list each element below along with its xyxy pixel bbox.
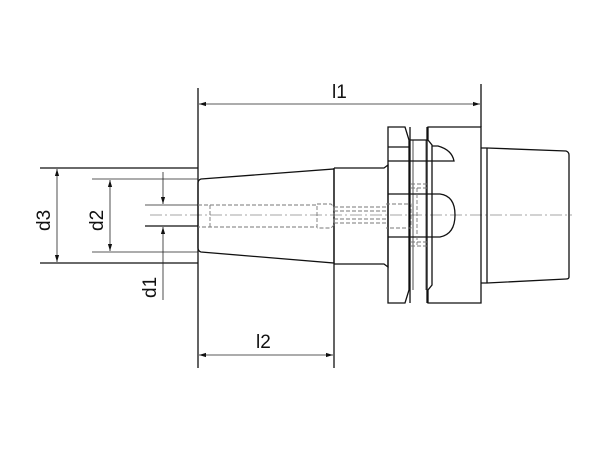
dimension-label-l1: l1: [332, 82, 347, 103]
dimension-label-d2: d2: [87, 210, 108, 231]
dimension-label-d3: d3: [34, 210, 55, 231]
dimension-label-l2: l2: [256, 332, 271, 353]
dimension-lines: [54, 101, 480, 358]
dimension-label-d1: d1: [140, 277, 161, 298]
tool-holder-body: [197, 126, 570, 304]
hidden-bore: [198, 183, 428, 247]
